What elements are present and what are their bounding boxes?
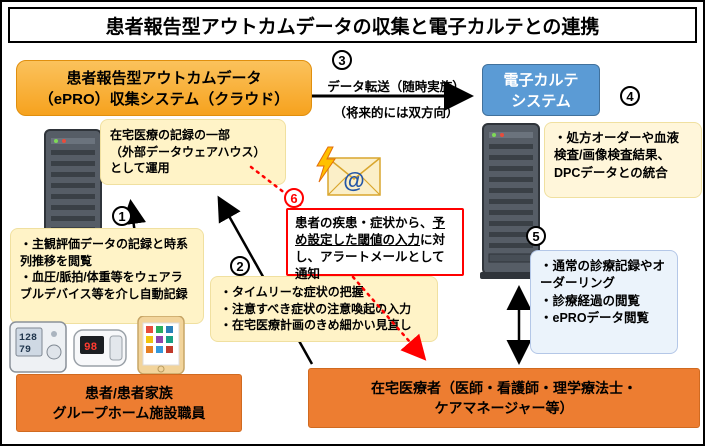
svg-text:98: 98: [84, 342, 98, 354]
step-6-badge: 6: [284, 188, 304, 208]
alert-text-underlined: 予め設定した閾値の入力: [295, 216, 446, 247]
at-symbol: @: [343, 168, 364, 193]
blood-pressure-monitor-icon: 128 79: [9, 321, 67, 373]
svg-text:79: 79: [19, 345, 31, 356]
step-5-badge: 5: [526, 226, 546, 246]
epro-system-box: 患者報告型アウトカムデータ （ePRO）収集システム（クラウド）: [16, 60, 312, 116]
provider-epro-usage-note: ・タイムリーな症状の把握 ・注意すべき症状の注意喚起の入力 ・在宅医療計画のきめ…: [210, 276, 438, 342]
smartphone-icon: [137, 316, 185, 374]
transfer-label-1: データ転送（随時実施）: [327, 80, 465, 94]
home-care-provider-box: 在宅医療者（医師・看護師・理学療法士・ ケアマネージャー等）: [308, 368, 700, 428]
step-1-badge: 1: [112, 206, 132, 226]
step-3-badge: 3: [332, 50, 352, 70]
patient-family-box: 患者/患者家族 グループホーム施設職員: [16, 374, 242, 432]
patient-usage-note: ・主観評価データの記録と時系列推移を閲覧 ・血圧/脈拍/体重等をウェアラブルデバ…: [10, 228, 204, 324]
svg-text:128: 128: [19, 333, 37, 344]
lightning-icon: [316, 146, 336, 183]
diagram-title: 患者報告型アウトカムデータの収集と電子カルテとの連携: [8, 7, 697, 43]
emr-system-box: 電子カルテ システム: [482, 64, 600, 116]
step-4-badge: 4: [620, 86, 640, 106]
alert-mail-note: 患者の疾患・症状から、予め設定した閾値の入力に対し、アラートメールとして通知: [286, 208, 464, 281]
medical-devices-image: 128 79 98: [9, 316, 185, 374]
alert-text-pre: 患者の疾患・症状から、: [295, 216, 433, 230]
alert-mail-icon: @: [316, 146, 381, 196]
pulse-oximeter-icon: 98: [73, 329, 127, 367]
provider-emr-usage-note: ・通常の診療記録やオーダーリング ・診療経過の閲覧 ・ePROデータ閲覧: [530, 250, 678, 354]
emr-integration-note: ・処方オーダーや血液 検査/画像検査結果、 DPCデータとの統合: [544, 122, 702, 198]
step-2-badge: 2: [230, 256, 250, 276]
transfer-label-2: （将来的には双方向）: [333, 106, 459, 120]
envelope-icon: @: [327, 157, 381, 196]
epro-operation-note: 在宅医療の記録の一部 （外部データウェアハウス） として運用: [100, 119, 286, 185]
